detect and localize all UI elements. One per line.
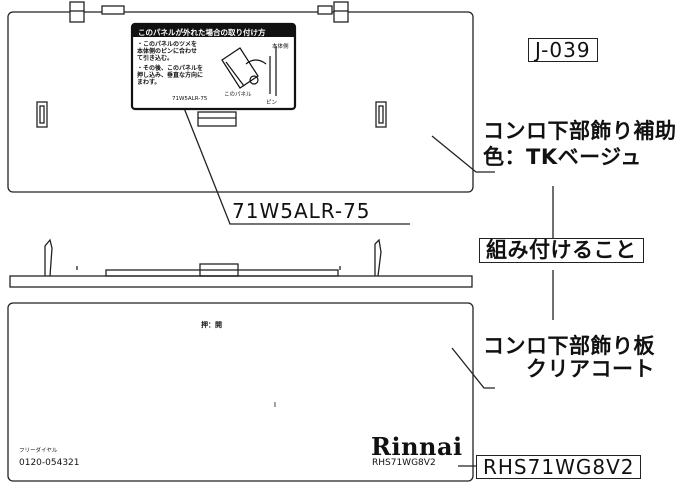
- warning-label-code: 71W5ALR-75: [172, 96, 208, 102]
- warning-label-word-body: 本体側: [272, 44, 289, 50]
- upper-panel: [7, 11, 474, 193]
- hinge-center-left: [101, 5, 125, 15]
- push-open-text: 押：開: [201, 321, 222, 329]
- lower-part-no: RHS71WG8V2: [476, 455, 642, 479]
- lower-panel: [7, 302, 474, 482]
- phone-number: 0120-054321: [19, 458, 80, 468]
- warning-label-title: このパネルが外れた場合の取り付け方: [138, 28, 266, 37]
- leader-lower-part: [451, 347, 495, 389]
- leader-warning-label: [183, 107, 410, 225]
- lower-part-name: コンロ下部飾り板: [483, 334, 655, 358]
- upper-part-color: 色：TKベージュ: [483, 145, 642, 169]
- side-hook-left: [44, 238, 53, 277]
- upper-part-name: コンロ下部飾り補助: [483, 119, 677, 143]
- clip-left: [36, 101, 48, 128]
- clip-right: [375, 101, 387, 128]
- assembly-note: 組み付けること: [479, 238, 644, 263]
- warning-label-word-panel: このパネル: [224, 92, 252, 98]
- side-hook-right: [374, 238, 382, 277]
- hinge-left: [69, 1, 85, 23]
- lower-part-finish: クリアコート: [526, 357, 655, 381]
- label-tab: [197, 111, 237, 127]
- warning-label-step1: ・このパネルのツメを本体側のピンに合わせて引き込む。: [137, 41, 198, 62]
- warning-label-part-no: 71W5ALR-75: [232, 199, 371, 223]
- hinge-right: [333, 1, 349, 23]
- drawing-code: J-039: [528, 38, 598, 62]
- warning-label: [130, 22, 297, 111]
- freedial-label: フリーダイヤル: [19, 448, 58, 454]
- panel-model-print: RHS71WG8V2: [372, 458, 436, 468]
- warning-label-word-pin: ピン: [266, 100, 278, 106]
- warning-label-step2: ・その後、このパネルを押し込み、垂直な方向にまわす。: [137, 65, 204, 86]
- side-view-strip: [9, 275, 473, 288]
- leader-upper-part: [431, 135, 495, 173]
- brand-logo: Rinnai: [371, 432, 463, 461]
